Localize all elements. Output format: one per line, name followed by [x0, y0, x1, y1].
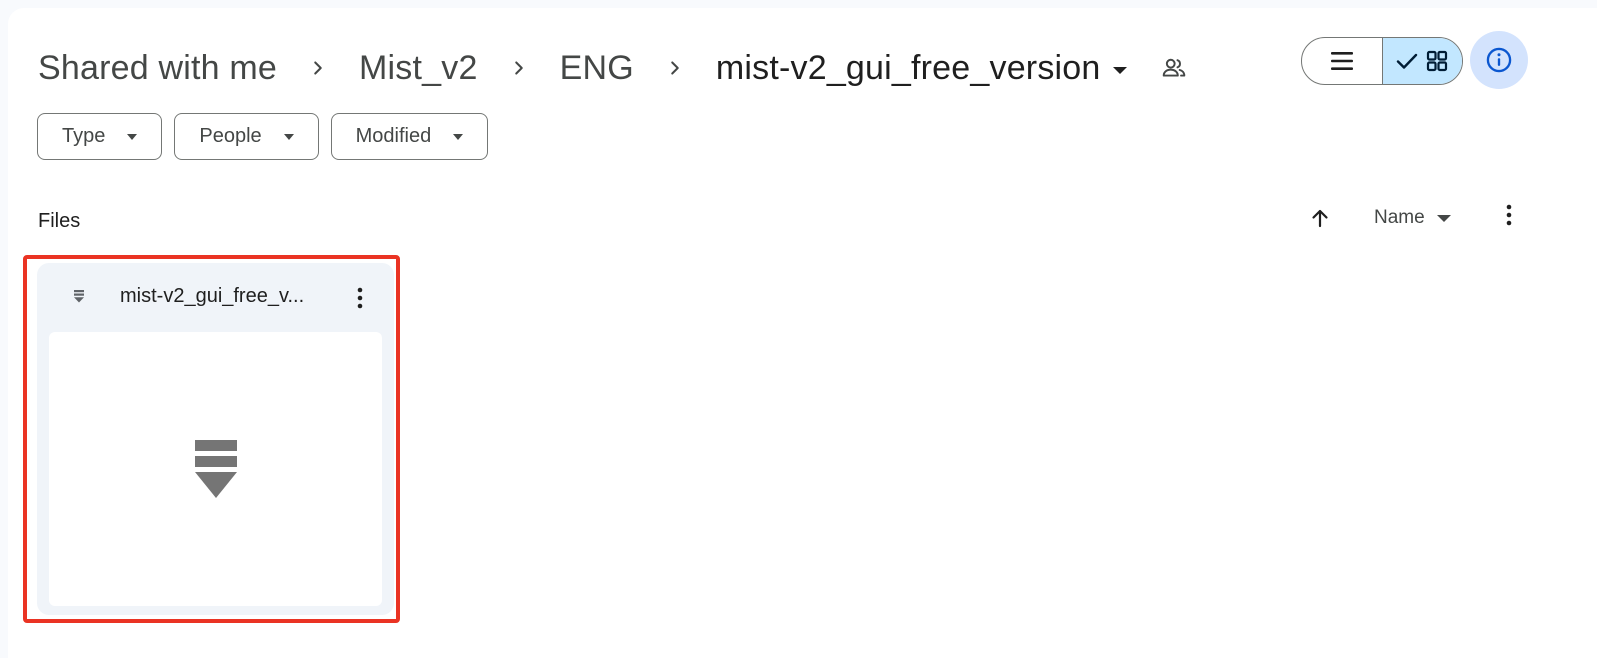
- drive-main-panel: Shared with me Mist_v2 ENG mist-v2_gui_f…: [8, 8, 1597, 658]
- grid-view-icon: [1427, 50, 1448, 72]
- archive-zip-icon: [74, 290, 84, 303]
- view-toggle: [1301, 37, 1463, 85]
- grid-view-button[interactable]: [1381, 38, 1462, 84]
- caret-down-icon: [127, 133, 138, 140]
- caret-down-icon: [453, 133, 464, 140]
- filter-chips: Type People Modified: [37, 113, 489, 160]
- file-name: mist-v2_gui_free_v...: [120, 285, 305, 307]
- filter-type-chip[interactable]: Type: [37, 113, 163, 160]
- caret-down-icon: [1436, 214, 1451, 222]
- files-section-title: Files: [38, 210, 81, 232]
- filter-people-label: People: [199, 125, 262, 147]
- current-folder-title: mist-v2_gui_free_version: [715, 48, 1101, 87]
- list-view-icon: [1330, 52, 1353, 70]
- chevron-right-icon: [634, 57, 716, 79]
- filter-type-label: Type: [62, 125, 106, 147]
- check-icon: [1397, 53, 1418, 69]
- file-card[interactable]: mist-v2_gui_free_v...: [37, 263, 394, 615]
- more-options-button[interactable]: [1494, 200, 1524, 230]
- breadcrumb: Shared with me Mist_v2 ENG mist-v2_gui_f…: [38, 36, 1189, 100]
- filter-modified-chip[interactable]: Modified: [330, 113, 489, 160]
- chevron-right-icon: [478, 57, 560, 79]
- shared-people-icon[interactable]: [1159, 53, 1189, 83]
- info-icon: [1486, 47, 1512, 73]
- breadcrumb-eng[interactable]: ENG: [559, 48, 634, 87]
- more-vert-icon: [357, 287, 363, 309]
- breadcrumb-mist-v2[interactable]: Mist_v2: [359, 48, 478, 87]
- sort-direction-button[interactable]: [1303, 201, 1337, 235]
- sort-by-button[interactable]: Name: [1374, 204, 1451, 232]
- list-view-button[interactable]: [1302, 38, 1382, 84]
- details-info-button[interactable]: [1470, 31, 1528, 89]
- breadcrumb-shared-with-me[interactable]: Shared with me: [38, 48, 278, 87]
- archive-zip-icon: [194, 440, 237, 498]
- file-card-header: mist-v2_gui_free_v...: [37, 263, 394, 331]
- file-more-options-button[interactable]: [347, 283, 373, 313]
- chevron-right-icon: [277, 57, 359, 79]
- filter-modified-label: Modified: [355, 125, 432, 147]
- more-vert-icon: [1506, 204, 1512, 226]
- selection-highlight-box: [23, 255, 400, 623]
- file-thumbnail: [49, 332, 382, 606]
- arrow-up-icon: [1312, 209, 1328, 228]
- breadcrumb-current-folder[interactable]: mist-v2_gui_free_version: [716, 43, 1127, 94]
- caret-down-icon: [283, 133, 294, 140]
- filter-people-chip[interactable]: People: [174, 113, 319, 160]
- caret-down-icon: [1112, 66, 1127, 74]
- sort-by-label: Name: [1374, 207, 1425, 228]
